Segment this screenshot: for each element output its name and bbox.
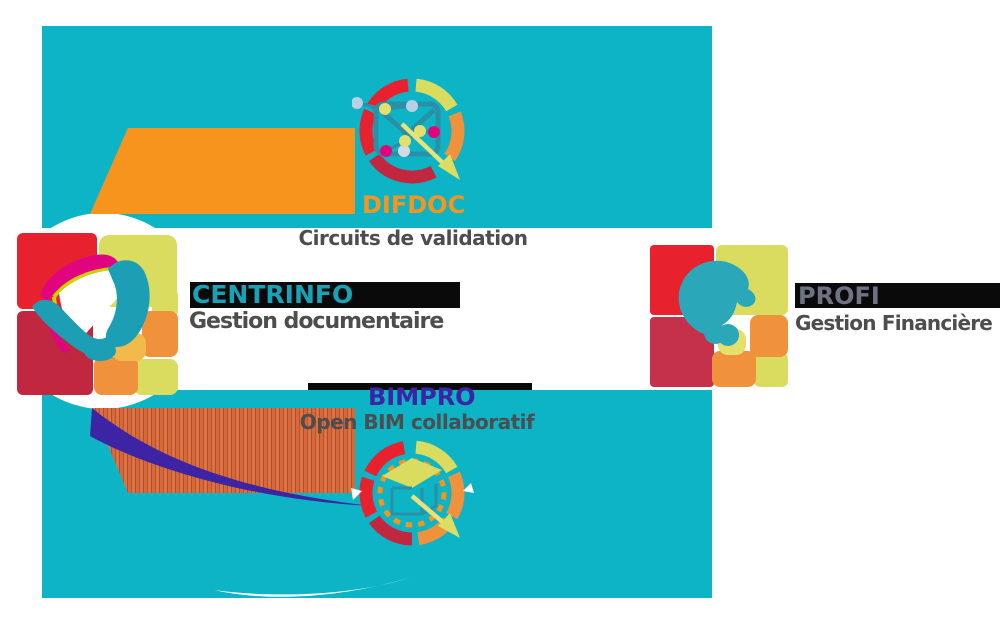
flow-arrow-to-difdoc [90, 128, 355, 214]
send-arrow-icon [400, 122, 460, 180]
bimpro-tagline: Open BIM collaboratif [299, 410, 535, 434]
profile-head-icon [678, 260, 756, 346]
profi-banner [795, 283, 1000, 308]
bimpro-title: BIMPRO [368, 383, 476, 411]
reader-figure-icon [32, 260, 150, 361]
rotation-tick-right-icon [463, 483, 474, 493]
send-arrow-icon [410, 494, 460, 538]
purple-swoosh-icon [90, 408, 372, 506]
bottom-swoosh-icon [214, 577, 412, 597]
difdoc-logo-icon [352, 78, 465, 184]
difdoc-tagline: Circuits de validation [298, 226, 528, 250]
bimpro-banner [308, 383, 532, 390]
centrinfo-tagline: Gestion documentaire [189, 309, 444, 334]
profi-tagline: Gestion Financière [795, 311, 993, 335]
centrinfo-logo-icon [17, 233, 178, 395]
centrinfo-banner [190, 282, 460, 308]
rotation-tick-left-icon [351, 488, 362, 500]
network-nodes-icon [352, 97, 440, 157]
difdoc-title: DIFDOC [362, 191, 466, 219]
bimpro-logo-icon [351, 440, 474, 546]
centrinfo-title: CENTRINFO [192, 280, 354, 309]
profi-title: PROFI [798, 282, 880, 310]
profi-logo-icon [650, 245, 788, 387]
